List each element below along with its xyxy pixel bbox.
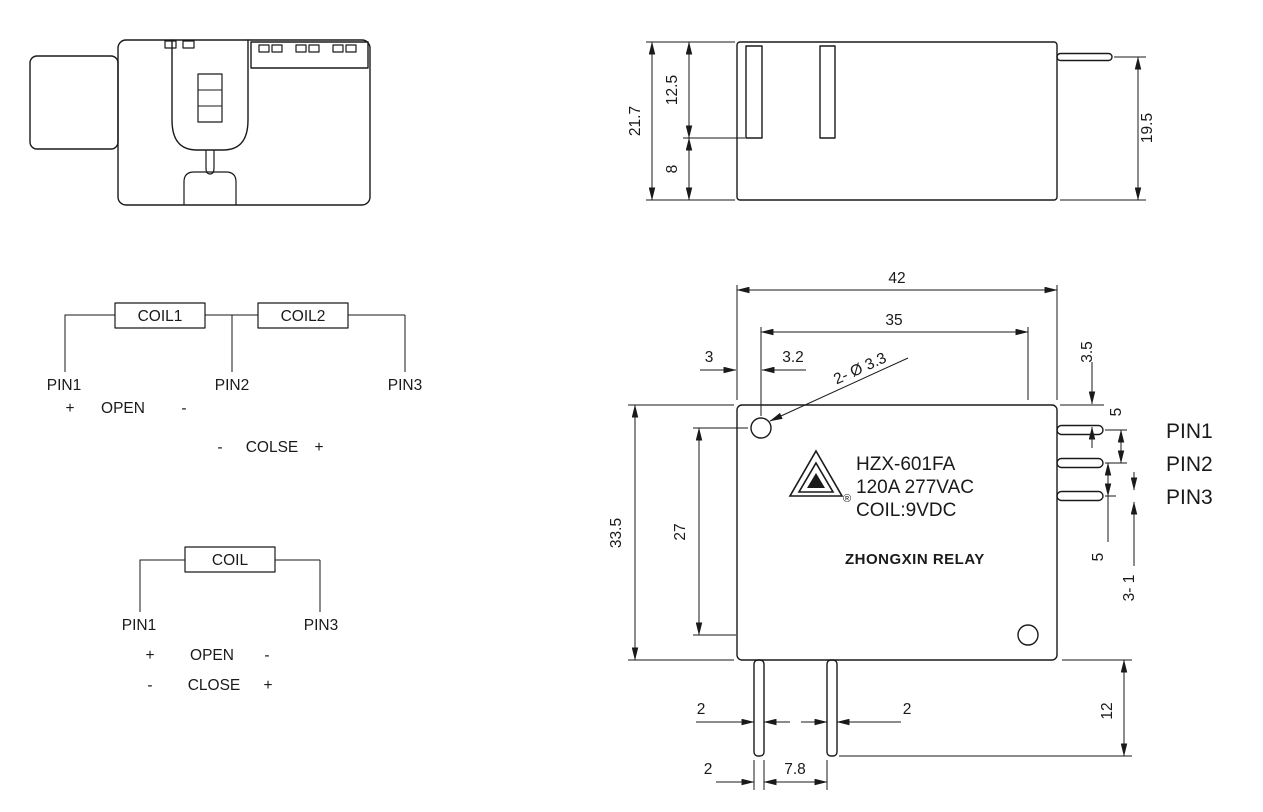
coil-schematic-dual: COIL1 COIL2 PIN1 PIN2 PIN3 + OPEN - - CO…: [47, 302, 422, 456]
front-bottom-seam: [183, 171, 237, 205]
front-latch: [197, 73, 223, 123]
relay-brand: ZHONGXIN RELAY: [845, 551, 985, 568]
dim-hole-span: 35: [885, 312, 902, 329]
dim-pin-pitch-lower: 5: [1090, 553, 1107, 562]
dim-pin-top-offset: 3.5: [1079, 341, 1096, 363]
front-view: [29, 39, 371, 206]
front-center-channel: [171, 39, 249, 151]
relay-model: HZX-601FA: [856, 454, 956, 475]
dual-pin2-label: PIN2: [215, 377, 249, 394]
single-pin1-label: PIN1: [122, 617, 156, 634]
single-open-minus: -: [264, 647, 269, 664]
dual-open-plus: +: [65, 400, 74, 417]
dim-hole-offset-x: 3.2: [782, 349, 804, 366]
dim-holes-callout: 2- Ø 3.3: [831, 350, 889, 389]
dim-total-height: 21.7: [627, 106, 644, 136]
dim-left-pin-width: 2: [697, 701, 706, 718]
coil-box: [184, 546, 276, 573]
registered-mark: ®: [843, 493, 851, 505]
dim-hole-span-y: 27: [672, 523, 689, 540]
dual-pin1-label: PIN1: [47, 377, 81, 394]
pin3-lead: [1056, 490, 1104, 502]
relay-coil-voltage: COIL:9VDC: [856, 500, 956, 521]
dim-pin-section: 3- 1: [1121, 575, 1138, 602]
dim-bottom-pin-width: 2: [704, 761, 713, 778]
side-view: 21.7 12.5 8 19.5: [627, 41, 1156, 201]
bottom-pin-right: [826, 659, 838, 757]
dual-open-minus: -: [181, 400, 186, 417]
coil1-label: COIL1: [138, 308, 183, 325]
dim-upper-section: 12.5: [664, 75, 681, 105]
side-view-dimensions: 21.7 12.5 8 19.5: [627, 41, 1156, 201]
single-pin3-label: PIN3: [304, 617, 338, 634]
side-slot-2: [819, 45, 836, 139]
mounting-hole-bottom-right: [1017, 624, 1039, 646]
dual-close-label: COLSE: [246, 439, 299, 456]
dim-lower-section: 8: [664, 165, 681, 174]
single-close-minus: -: [147, 677, 152, 694]
bottom-pin-left: [753, 659, 765, 757]
coil2-box: [257, 302, 349, 329]
dim-bottom-pin-length: 12: [1099, 702, 1116, 719]
zhongxin-logo-icon: [788, 449, 844, 497]
dual-close-minus: -: [217, 439, 222, 456]
relay-rating: 120A 277VAC: [856, 477, 974, 498]
front-body: [117, 39, 371, 206]
coil-schematic-single: COIL PIN1 PIN3 + OPEN - - CLOSE +: [122, 546, 338, 694]
pin1-callout: PIN1: [1166, 420, 1213, 443]
dim-pin-height: 19.5: [1139, 113, 1156, 143]
front-neck-slot: [205, 150, 215, 175]
single-open-label: OPEN: [190, 647, 234, 664]
coil1-box: [114, 302, 206, 329]
side-body: [736, 41, 1058, 201]
front-terminal-cover: [250, 41, 369, 69]
dim-right-pin-width: 2: [903, 701, 912, 718]
front-latch-lines: [198, 89, 222, 107]
pin3-callout: PIN3: [1166, 486, 1213, 509]
single-close-plus: +: [263, 677, 272, 694]
pin2-callout: PIN2: [1166, 453, 1213, 476]
single-coil-wiring: [139, 559, 321, 612]
top-body: [736, 404, 1058, 661]
dual-open-label: OPEN: [101, 400, 145, 417]
side-slot-1: [745, 45, 763, 139]
dual-pin3-label: PIN3: [388, 377, 422, 394]
front-top-notches: [164, 40, 195, 49]
front-terminal-marks: [258, 44, 357, 53]
dim-pin-pitch-upper: 5: [1108, 408, 1125, 417]
dim-bottom-pin-pitch: 7.8: [784, 761, 806, 778]
dual-close-plus: +: [314, 439, 323, 456]
dim-hole-offset-y: 3: [705, 349, 714, 366]
top-view-dimensions: 42 35 3 3.2 2- Ø 3.3 3.5 5: [608, 270, 1138, 790]
front-left-block: [29, 55, 119, 150]
dim-width: 42: [888, 270, 905, 287]
top-view: PIN1 PIN2 PIN3 ® HZX-601FA 120A 277VAC C…: [608, 270, 1213, 790]
pin2-lead: [1056, 457, 1104, 469]
single-close-label: CLOSE: [188, 677, 241, 694]
pin1-lead: [1056, 424, 1104, 436]
single-open-plus: +: [145, 647, 154, 664]
dual-coil-wiring: [64, 314, 406, 372]
coil2-label: COIL2: [281, 308, 326, 325]
side-top-pin: [1056, 52, 1113, 62]
mounting-hole-top-left: [750, 417, 772, 439]
coil-label: COIL: [212, 552, 249, 569]
dim-height: 33.5: [608, 518, 625, 548]
